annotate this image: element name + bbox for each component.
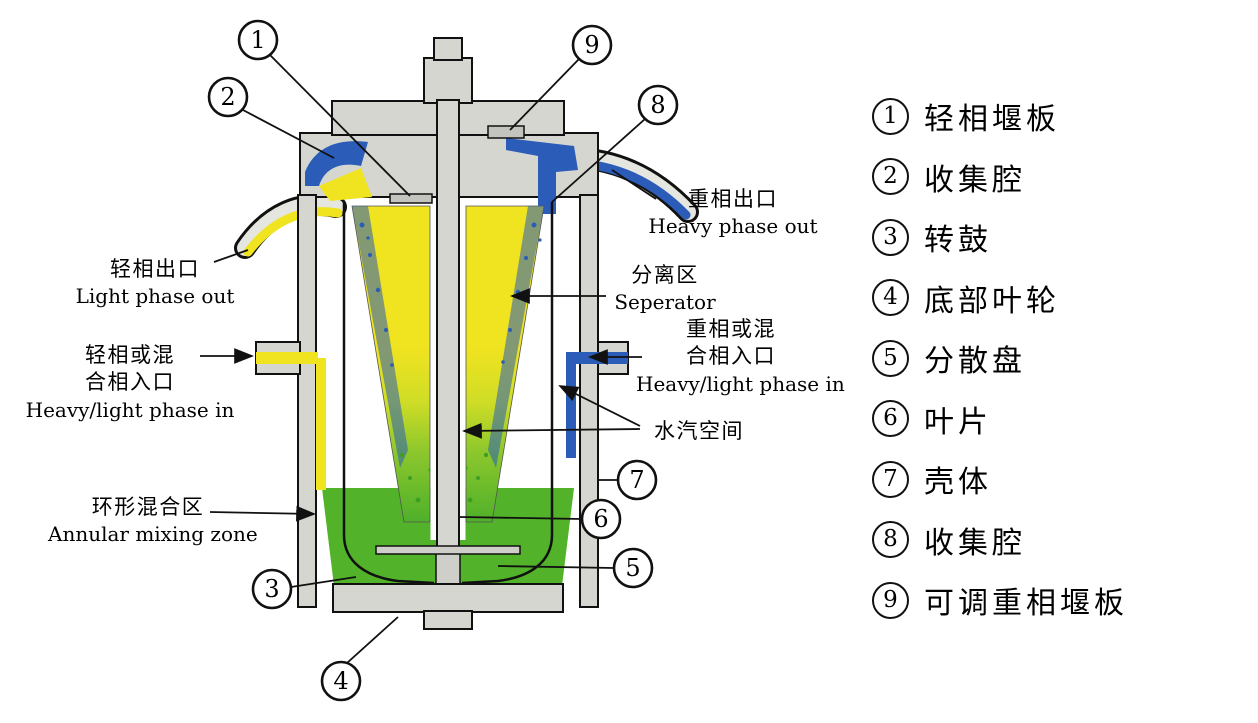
legend-item-9: 9 可调重相堰板 xyxy=(872,570,1128,631)
callout-8: 8 xyxy=(551,84,679,203)
callout-8-number: 8 xyxy=(650,91,665,119)
callout-7-number: 7 xyxy=(629,466,644,494)
heavy-inlet-stream xyxy=(566,352,598,458)
vapor-arrow-center xyxy=(462,422,641,439)
light-phase-outlet-pipe xyxy=(234,193,347,259)
label-light-phase-in-en: Heavy/light phase in xyxy=(25,397,235,422)
label-heavy-phase-in-zh1: 重相或混 xyxy=(686,317,776,341)
label-light-phase-in: 轻相或混 合相入口 Heavy/light phase in xyxy=(20,342,240,423)
label-light-phase-in-zh2: 合相入口 xyxy=(85,370,175,395)
legend-label-4: 底部叶轮 xyxy=(924,283,1060,319)
legend-item-3: 3 转鼓 xyxy=(872,207,1128,268)
label-vapor-space-zh: 水汽空间 xyxy=(654,419,744,443)
legend-item-8: 8 收集腔 xyxy=(872,510,1128,571)
label-annular-mixing-zone: 环形混合区 Annular mixing zone xyxy=(48,494,258,547)
callout-1: 1 xyxy=(237,19,411,197)
annular-arrow xyxy=(209,505,316,522)
legend-number-2: 2 xyxy=(872,158,909,196)
heavy-collection-chamber xyxy=(506,138,578,214)
label-heavy-phase-out-zh: 重相出口 xyxy=(688,187,778,211)
legend-item-1: 1 轻相堰板 xyxy=(872,86,1128,147)
dispersion-disc xyxy=(375,545,521,555)
heavy-out-leader xyxy=(611,169,657,200)
callout-2: 2 xyxy=(207,76,335,159)
annotation-lines xyxy=(200,169,657,522)
label-heavy-phase-in-zh2: 合相入口 xyxy=(686,344,776,369)
label-light-phase-out-zh: 轻相出口 xyxy=(110,257,200,281)
legend-number-7: 7 xyxy=(872,460,909,498)
callout-9: 9 xyxy=(509,24,613,131)
adjustable-heavy-weir-plate xyxy=(487,125,525,139)
callout-1-number: 1 xyxy=(250,26,265,54)
legend-label-2: 收集腔 xyxy=(924,162,1026,198)
label-heavy-phase-out-en: Heavy phase out xyxy=(648,214,818,239)
vapor-space-gap-left xyxy=(430,208,437,540)
label-heavy-phase-in-en: Heavy/light phase in xyxy=(636,371,845,396)
legend-number-4: 4 xyxy=(872,279,909,317)
label-heavy-phase-out: 重相出口 Heavy phase out xyxy=(648,186,818,239)
disc-hub xyxy=(435,549,461,585)
light-out-leader xyxy=(213,249,249,263)
callout-3: 3 xyxy=(251,568,357,610)
legend-number-3: 3 xyxy=(872,218,909,256)
vapor-arrow-annulus xyxy=(558,385,641,427)
light-phase-pool xyxy=(319,168,372,201)
label-separator-zh: 分离区 xyxy=(631,263,699,287)
callout-5: 5 xyxy=(497,547,654,589)
legend-label-5: 分散盘 xyxy=(924,344,1026,380)
label-annular-zh: 环形混合区 xyxy=(91,495,205,519)
callout-2-number: 2 xyxy=(220,83,235,111)
legend-number-8: 8 xyxy=(872,521,909,559)
callout-9-number: 9 xyxy=(584,31,599,59)
machine-base xyxy=(332,583,564,613)
label-light-phase-in-zh1: 轻相或混 xyxy=(85,343,175,367)
heavy-streak-left xyxy=(352,206,408,468)
label-vapor-space: 水汽空间 xyxy=(644,418,754,445)
casing-left-wall xyxy=(297,194,317,608)
legend-label-8: 收集腔 xyxy=(924,525,1026,561)
label-separator: 分离区 Seperator xyxy=(600,262,730,315)
top-cap xyxy=(299,37,599,214)
label-heavy-phase-in: 重相或混 合相入口 Heavy/light phase in xyxy=(636,316,845,397)
label-light-phase-out: 轻相出口 Light phase out xyxy=(55,256,255,309)
legend-item-2: 2 收集腔 xyxy=(872,147,1128,208)
label-separator-en: Seperator xyxy=(614,290,716,315)
light-collection-chamber xyxy=(305,141,368,186)
legend-number-5: 5 xyxy=(872,339,909,377)
legend-item-4: 4 底部叶轮 xyxy=(872,268,1128,329)
legend-item-6: 6 叶片 xyxy=(872,389,1128,450)
centrifugal-extractor-diagram: 1 2 9 8 7 6 5 xyxy=(200,19,699,702)
bottom-impeller-stub xyxy=(423,610,473,630)
parts-legend: 1 轻相堰板 2 收集腔 3 转鼓 4 底部叶轮 5 分散盘 6 叶片 7 壳体… xyxy=(872,86,1128,631)
legend-item-7: 7 壳体 xyxy=(872,449,1128,510)
vapor-space-gap-right xyxy=(459,208,466,540)
callout-3-number: 3 xyxy=(264,575,279,603)
legend-item-5: 5 分散盘 xyxy=(872,328,1128,389)
label-light-phase-out-en: Light phase out xyxy=(75,284,235,309)
legend-label-9: 可调重相堰板 xyxy=(924,586,1128,622)
callout-6: 6 xyxy=(459,498,622,540)
label-annular-en: Annular mixing zone xyxy=(48,522,258,547)
legend-number-9: 9 xyxy=(872,581,909,619)
legend-label-1: 轻相堰板 xyxy=(924,102,1060,138)
callout-7: 7 xyxy=(599,459,658,501)
light-inlet-stream xyxy=(316,358,326,490)
legend-number-1: 1 xyxy=(872,97,909,135)
callout-4-number: 4 xyxy=(333,667,348,695)
legend-label-7: 壳体 xyxy=(924,465,992,501)
callout-4: 4 xyxy=(320,616,399,702)
central-shaft xyxy=(436,99,460,551)
light-phase-inlet-pipe xyxy=(255,341,318,375)
heavy-streak-right xyxy=(488,206,544,468)
light-phase-weir-plate xyxy=(389,193,433,204)
legend-number-6: 6 xyxy=(872,400,909,438)
legend-label-6: 叶片 xyxy=(924,404,992,440)
callout-6-number: 6 xyxy=(593,505,608,533)
callout-5-number: 5 xyxy=(625,554,640,582)
legend-label-3: 转鼓 xyxy=(924,223,992,259)
